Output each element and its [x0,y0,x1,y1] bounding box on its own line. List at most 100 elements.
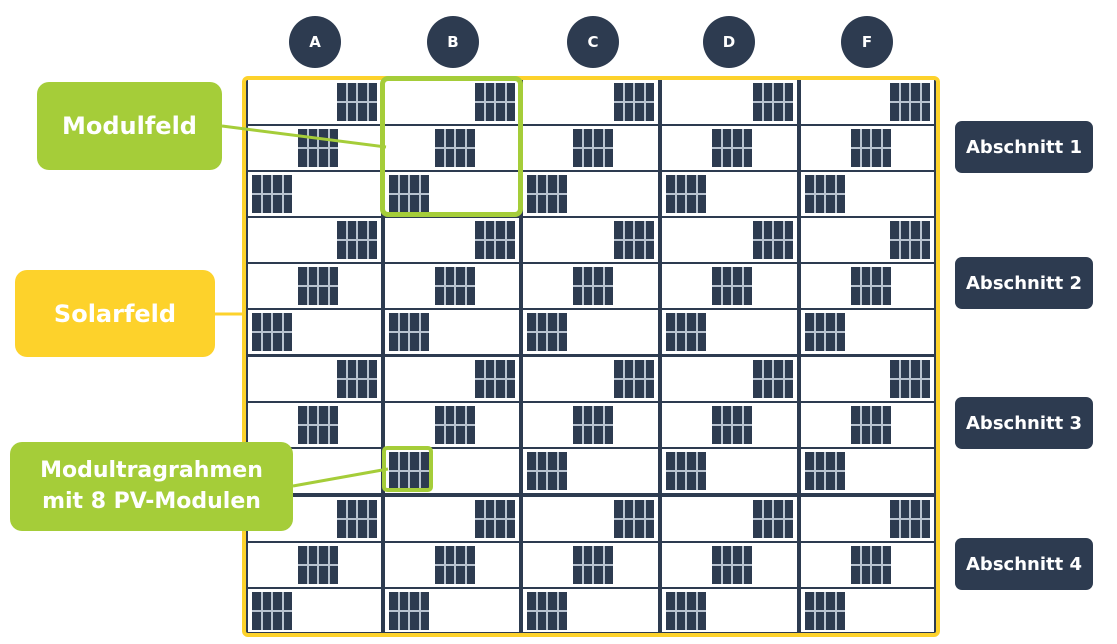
pv-panel [882,287,891,305]
modultragrahmen-connector [292,467,389,488]
module-row-cell [662,543,797,587]
pv-module-frame [573,546,613,584]
pv-panel [466,546,475,564]
pv-module-frame [475,360,515,398]
pv-panel [319,406,328,424]
pv-panel [722,566,731,584]
pv-panel [273,195,282,213]
pv-panel [851,426,860,444]
pv-panel [435,566,444,584]
pv-panel [826,612,835,630]
module-row-cell [801,449,934,493]
pv-module-frame [666,592,706,630]
pv-module-frame [389,452,429,490]
pv-panel [753,241,762,259]
module-row-cell [523,172,658,216]
pv-panel [774,103,783,121]
module-row-cell [523,589,658,632]
pv-panel [784,500,793,518]
pv-panel [252,333,261,351]
pv-panel [298,267,307,285]
pv-panel [815,175,824,193]
pv-module-frame [614,221,654,259]
pv-module-frame [851,406,891,444]
pv-panel [753,520,762,538]
pv-panel [420,472,429,490]
pv-panel [872,129,881,147]
pv-panel [573,406,582,424]
module-row-cell [801,172,934,216]
pv-panel [475,83,484,101]
pv-panel [722,129,731,147]
pv-panel [475,360,484,378]
pv-panel [666,195,675,213]
pv-panel [911,360,920,378]
pv-panel [851,287,860,305]
pv-panel [262,612,271,630]
pv-panel [697,452,706,470]
module-row-cell [385,218,519,262]
pv-module-frame [753,500,793,538]
pv-panel [743,426,752,444]
pv-panel [900,221,909,239]
pv-panel [273,612,282,630]
pv-panel [583,406,592,424]
pv-panel [548,195,557,213]
pv-panel [666,472,675,490]
column-header-b: B [427,16,479,68]
pv-panel [368,83,377,101]
pv-panel [485,360,494,378]
pv-panel [548,333,557,351]
pv-panel [911,520,920,538]
pv-panel [763,380,772,398]
pv-panel [496,221,505,239]
module-row-cell [248,218,381,262]
pv-panel [722,287,731,305]
pv-panel [624,520,633,538]
pv-panel [805,612,814,630]
module-row-cell [801,497,934,541]
pv-panel [273,313,282,331]
pv-module-frame [890,83,930,121]
pv-panel [435,267,444,285]
pv-panel [697,592,706,610]
pv-module-frame [389,592,429,630]
pv-panel [815,333,824,351]
pv-module-frame [712,129,752,167]
pv-panel [635,500,644,518]
pv-panel [537,472,546,490]
pv-panel [298,129,307,147]
pv-panel [676,452,685,470]
pv-panel [697,612,706,630]
pv-module-frame [666,452,706,490]
pv-module-frame [851,546,891,584]
pv-panel [485,103,494,121]
pv-panel [774,360,783,378]
module-row-cell [248,80,381,124]
pv-module-frame [252,592,292,630]
pv-panel [805,452,814,470]
pv-panel [921,380,930,398]
pv-module-frame [666,313,706,351]
pv-panel [329,287,338,305]
pv-panel [733,267,742,285]
pv-panel [252,612,261,630]
pv-panel [872,546,881,564]
pv-panel [283,195,292,213]
pv-panel [753,500,762,518]
pv-panel [420,612,429,630]
pv-panel [347,103,356,121]
pv-panel [635,83,644,101]
pv-module-frame [527,313,567,351]
pv-panel [445,426,454,444]
pv-panel [861,129,870,147]
pv-panel [635,103,644,121]
pv-panel [784,83,793,101]
module-row-cell [385,172,519,216]
pv-module-frame [712,546,752,584]
pv-panel [900,360,909,378]
pv-panel [548,472,557,490]
pv-panel [697,472,706,490]
pv-panel [410,333,419,351]
pv-panel [604,426,613,444]
